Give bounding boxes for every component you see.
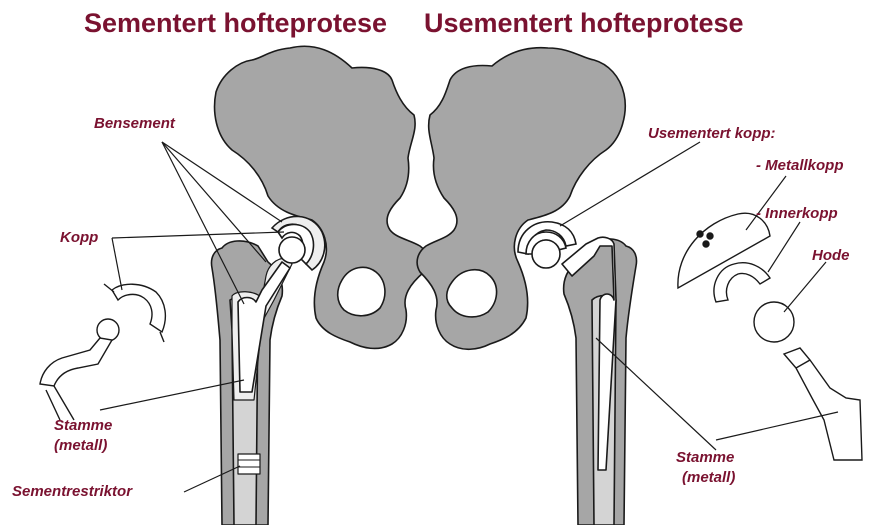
leader-innerkopp (768, 222, 800, 272)
label-stamme-right-2: (metall) (682, 468, 735, 488)
leader-stamme-right-b (716, 412, 838, 440)
left-exploded-components (40, 284, 165, 420)
leader-kopp-b (112, 238, 122, 290)
exploded-innerkopp (714, 263, 770, 302)
sementrestriktor-plug (238, 454, 260, 474)
right-femoral-head (532, 240, 560, 268)
left-femur (211, 241, 292, 525)
label-stamme-right-1: Stamme (676, 448, 734, 468)
label-hode: Hode (812, 246, 850, 266)
exploded-right-neck (784, 348, 862, 460)
label-metallkopp: - Metallkopp (756, 156, 844, 176)
label-sementrestriktor: Sementrestriktor (12, 482, 132, 502)
exploded-kopp (112, 284, 165, 332)
label-usementert-kopp: Usementert kopp: (648, 124, 776, 144)
metallkopp-hole-2 (707, 233, 713, 239)
exploded-left-neck (40, 338, 112, 386)
label-kopp: Kopp (60, 228, 98, 248)
left-femoral-head (279, 237, 305, 263)
leader-kopp-a (112, 232, 284, 238)
metallkopp-hole-3 (703, 241, 709, 247)
title-uncemented: Usementert hofteprotese (424, 8, 744, 39)
title-cemented: Sementert hofteprotese (84, 8, 387, 39)
exploded-left-stem-line (46, 386, 74, 420)
label-innerkopp: - Innerkopp (756, 204, 838, 224)
right-femur (562, 237, 637, 525)
label-stamme-left-1: Stamme (54, 416, 112, 436)
label-bensement: Bensement (94, 114, 175, 134)
metallkopp-hole-1 (697, 231, 703, 237)
label-stamme-left-2: (metall) (54, 436, 107, 456)
leader-hode (784, 262, 826, 312)
